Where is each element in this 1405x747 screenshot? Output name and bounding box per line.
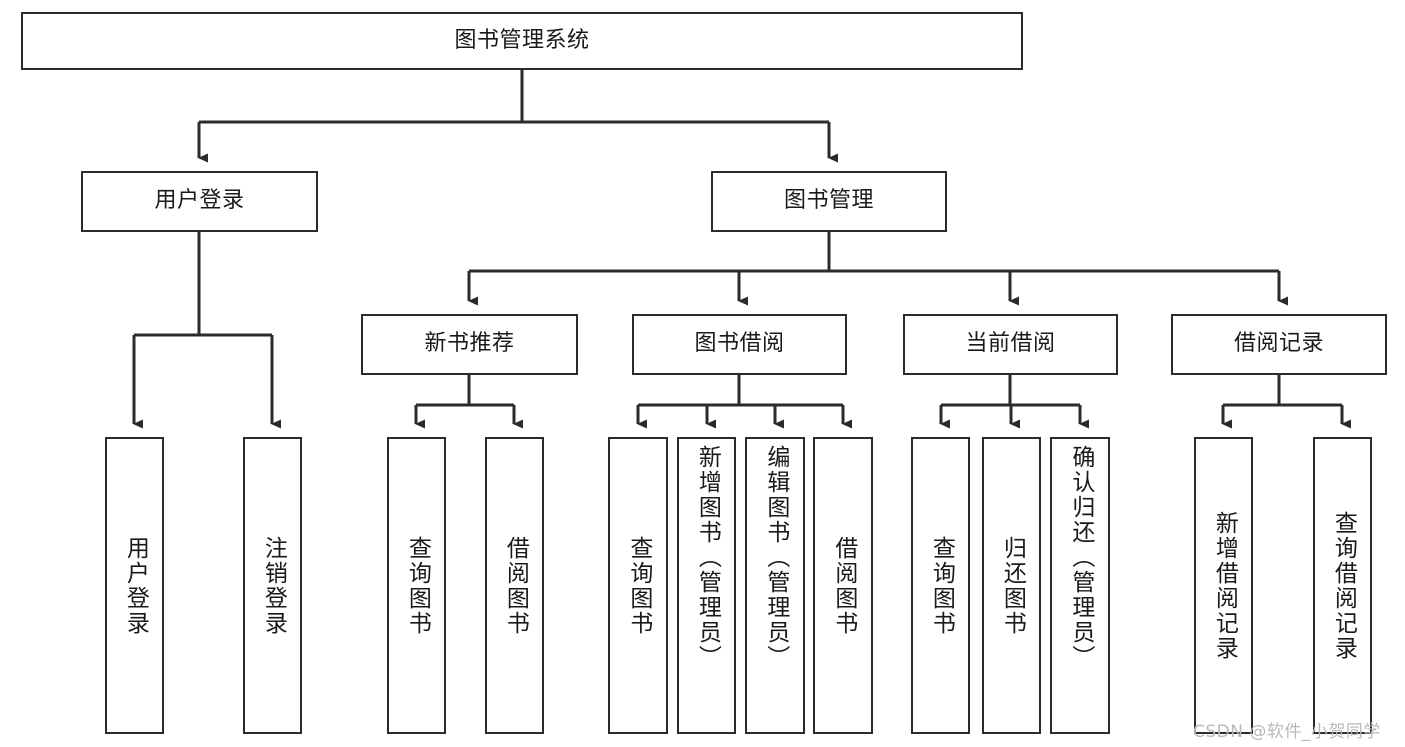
node-user-login[interactable]: 用户登录: [81, 171, 318, 232]
node-book-borrow-label: 图书借阅: [694, 331, 785, 357]
node-leaf-query-book-current-label: 查询图书: [928, 535, 955, 636]
node-leaf-add-borrow-record-label: 新增借阅记录: [1211, 510, 1238, 661]
node-leaf-add-book-label: 新增图书（管理员）: [694, 445, 721, 670]
node-leaf-query-book-current[interactable]: 查询图书: [911, 437, 970, 734]
node-new-book-recommend[interactable]: 新书推荐: [361, 314, 578, 375]
node-root-label: 图书管理系统: [454, 27, 590, 53]
node-leaf-query-book-recommend[interactable]: 查询图书: [387, 437, 446, 734]
node-book-manage[interactable]: 图书管理: [711, 171, 947, 232]
node-leaf-confirm-return-label: 确认归还（管理员）: [1067, 445, 1094, 670]
node-leaf-query-borrow-record-label: 查询借阅记录: [1330, 510, 1357, 661]
node-leaf-borrow-book-recommend-label: 借阅图书: [502, 535, 529, 636]
node-leaf-return-book-label: 归还图书: [999, 535, 1026, 636]
node-leaf-confirm-return[interactable]: 确认归还（管理员）: [1050, 437, 1110, 734]
node-borrow-record-label: 借阅记录: [1233, 331, 1324, 357]
node-leaf-borrow-book-recommend[interactable]: 借阅图书: [485, 437, 544, 734]
node-leaf-user-login-label: 用户登录: [122, 535, 149, 636]
node-leaf-query-book-borrow-label: 查询图书: [625, 535, 652, 636]
node-leaf-borrow-book[interactable]: 借阅图书: [813, 437, 873, 734]
node-leaf-add-borrow-record[interactable]: 新增借阅记录: [1194, 437, 1253, 734]
node-book-borrow[interactable]: 图书借阅: [632, 314, 847, 375]
node-leaf-user-login[interactable]: 用户登录: [105, 437, 164, 734]
node-leaf-borrow-book-label: 借阅图书: [830, 535, 857, 636]
node-leaf-query-book-recommend-label: 查询图书: [404, 535, 431, 636]
node-leaf-query-book-borrow[interactable]: 查询图书: [608, 437, 668, 734]
node-current-borrow[interactable]: 当前借阅: [903, 314, 1118, 375]
node-leaf-return-book[interactable]: 归还图书: [982, 437, 1041, 734]
node-new-book-recommend-label: 新书推荐: [424, 331, 515, 357]
node-user-login-label: 用户登录: [154, 188, 245, 214]
node-book-manage-label: 图书管理: [783, 188, 874, 214]
node-leaf-edit-book[interactable]: 编辑图书（管理员）: [745, 437, 805, 734]
node-current-borrow-label: 当前借阅: [965, 331, 1056, 357]
node-leaf-query-borrow-record[interactable]: 查询借阅记录: [1313, 437, 1372, 734]
node-leaf-edit-book-label: 编辑图书（管理员）: [762, 445, 789, 670]
node-leaf-add-book[interactable]: 新增图书（管理员）: [677, 437, 736, 734]
node-leaf-logout[interactable]: 注销登录: [243, 437, 302, 734]
node-borrow-record[interactable]: 借阅记录: [1171, 314, 1387, 375]
node-root-system[interactable]: 图书管理系统: [21, 12, 1023, 70]
node-leaf-logout-label: 注销登录: [260, 535, 287, 636]
